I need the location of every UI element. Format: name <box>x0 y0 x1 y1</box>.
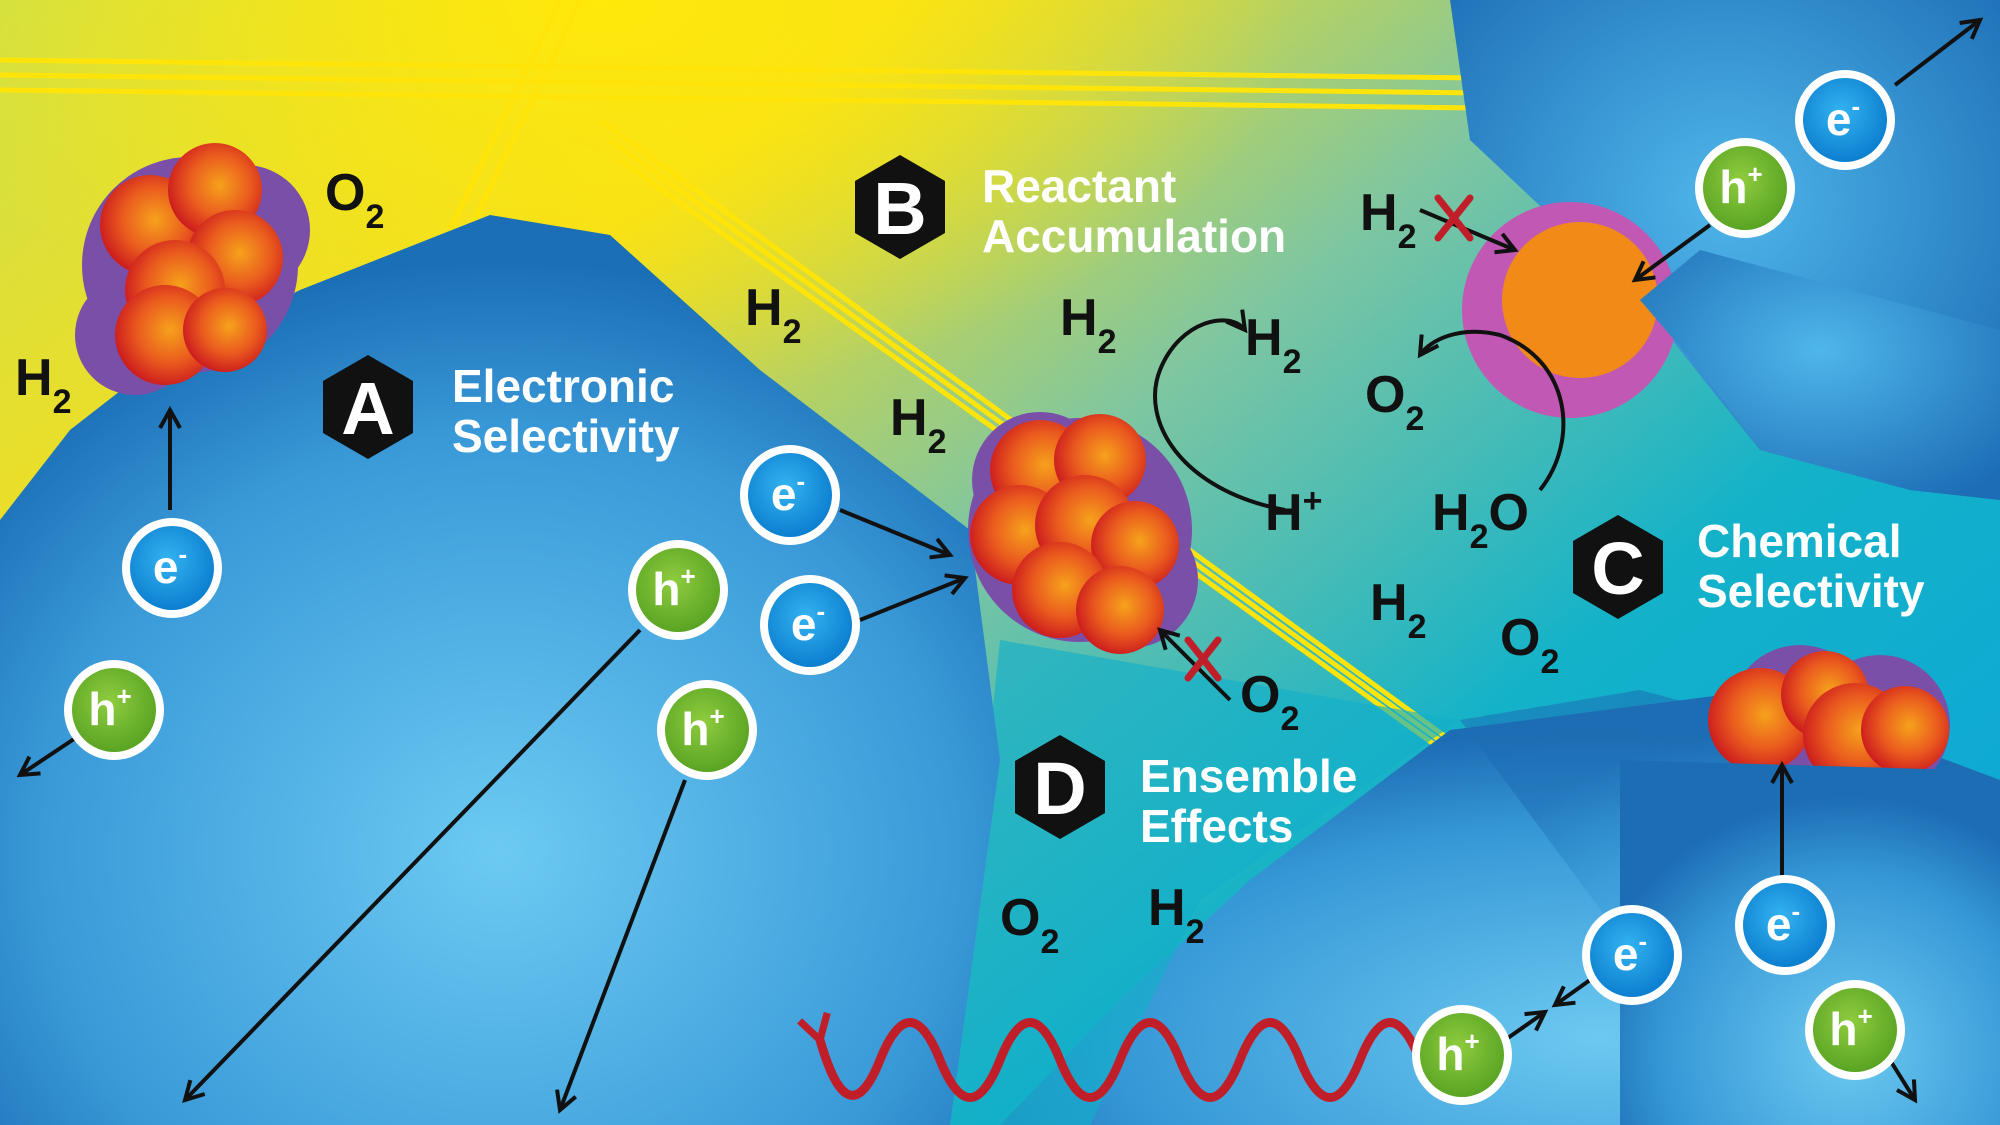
cocatalyst-cluster-d <box>968 412 1198 654</box>
badge-d: D <box>1015 735 1105 839</box>
molecule-o2: O2 <box>1240 666 1299 738</box>
svg-text:e-: e- <box>771 466 805 520</box>
electron: e- <box>1795 70 1895 170</box>
svg-text:e-: e- <box>1826 91 1860 145</box>
label-c-line1: Chemical <box>1697 515 1902 567</box>
molecule-labels: O2 H2 H2 H2 H2 H2 H+ H2 O2 H2O H2 O2 O2 … <box>15 164 1559 961</box>
arrow-e-d-1 <box>839 508 950 555</box>
electron: e- <box>122 518 222 618</box>
arrow-a-hole <box>20 733 82 775</box>
molecule-h2: H2 <box>1148 879 1204 951</box>
label-a-line1: Electronic <box>452 360 674 412</box>
label-b-line1: Reactant <box>982 160 1176 212</box>
badge-a-letter: A <box>341 367 394 450</box>
svg-text:h+: h+ <box>88 681 131 735</box>
label-c-line2: Selectivity <box>1697 565 1925 617</box>
arrow-hole-long-1 <box>185 628 642 1100</box>
particle-edge-overlay <box>1640 250 2000 500</box>
arrow-b-h2-cycle <box>1153 320 1286 512</box>
molecule-h2: H2 <box>1060 289 1116 361</box>
molecule-h2: H2 <box>745 279 801 351</box>
electron: e- <box>760 575 860 675</box>
molecule-h2o: H2O <box>1432 484 1529 556</box>
molecule-h2: H2 <box>890 389 946 461</box>
molecule-h-plus: H+ <box>1265 482 1322 542</box>
label-a-line2: Selectivity <box>452 410 680 462</box>
cocatalyst-cluster-a <box>75 143 310 395</box>
cocatalyst-cluster-c-bottom <box>1708 645 1950 795</box>
arrow-recombination-hole <box>1503 1012 1545 1042</box>
arrow-recombination-electron <box>1555 978 1592 1005</box>
core-shell-cocatalyst-c <box>1462 202 1678 418</box>
arrow-top-right-electron <box>1893 20 1980 87</box>
semiconductor-particle-left <box>0 215 1000 1125</box>
svg-text:e-: e- <box>791 596 825 650</box>
svg-text:e-: e- <box>1613 926 1647 980</box>
svg-text:h+: h+ <box>1719 159 1762 213</box>
badge-a: A <box>323 355 413 459</box>
label-d-line1: Ensemble <box>1140 750 1357 802</box>
light-rays <box>0 0 1481 773</box>
blocked-x-d-2 <box>1184 636 1222 682</box>
arrow-c-hole <box>1888 1058 1915 1100</box>
molecule-h2: H2 <box>1360 184 1416 256</box>
electron: e- <box>1582 905 1682 1005</box>
molecule-h2: H2 <box>1245 309 1301 381</box>
molecule-o2: O2 <box>1365 366 1424 438</box>
svg-text:h+: h+ <box>681 701 724 755</box>
hole: h+ <box>1805 980 1905 1080</box>
arrows <box>20 20 1980 1110</box>
molecule-h2: H2 <box>15 349 71 421</box>
molecule-o2: O2 <box>325 164 384 236</box>
svg-text:e-: e- <box>153 539 187 593</box>
arrow-hole-long-2 <box>560 779 687 1110</box>
arrow-e-d-2 <box>859 578 965 622</box>
molecule-h2: H2 <box>1370 574 1426 646</box>
badge-b: B <box>855 155 945 259</box>
svg-text:e-: e- <box>1766 896 1800 950</box>
badge-b-letter: B <box>873 167 926 250</box>
badge-d-letter: D <box>1033 747 1086 830</box>
molecule-o2: O2 <box>1000 889 1059 961</box>
hole: h+ <box>64 660 164 760</box>
molecule-o2: O2 <box>1500 609 1559 681</box>
svg-text:h+: h+ <box>1829 1001 1872 1055</box>
label-d-line2: Effects <box>1140 800 1293 852</box>
blocked-markers <box>1184 194 1474 682</box>
badge-c: C <box>1573 515 1663 619</box>
hole: h+ <box>1412 1005 1512 1105</box>
hole: h+ <box>1695 138 1795 238</box>
arrow-c-o2-cycle <box>1420 329 1566 492</box>
electron: e- <box>740 445 840 545</box>
charge-carriers: e- e- e- e- e- e- h+ h+ <box>64 70 1905 1105</box>
electron: e- <box>1735 875 1835 975</box>
blocked-x-c-2 <box>1434 194 1474 242</box>
svg-text:h+: h+ <box>652 561 695 615</box>
hole: h+ <box>628 540 728 640</box>
hole: h+ <box>657 680 757 780</box>
heat-wave-arrow <box>797 1012 1425 1102</box>
svg-text:h+: h+ <box>1436 1026 1479 1080</box>
label-b-line2: Accumulation <box>982 210 1286 262</box>
badge-c-letter: C <box>1591 527 1644 610</box>
arrow-top-right-hole <box>1635 223 1712 280</box>
